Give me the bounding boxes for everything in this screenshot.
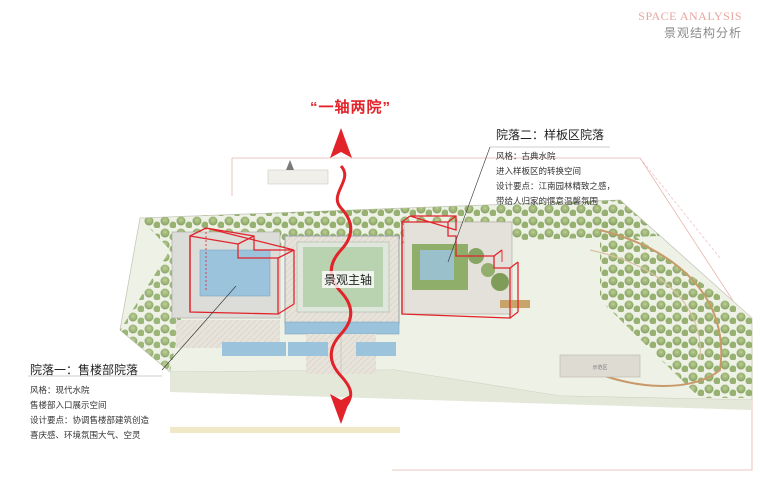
courtyard-two-line: 带给人归家的惬意温馨氛围 xyxy=(496,196,599,206)
courtyard-two-line: 风格：古典水院 xyxy=(496,151,556,161)
concept-title: “一轴两院” xyxy=(310,99,392,116)
courtyard-one-line: 喜庆感、环境氛围大气、空灵 xyxy=(30,430,141,440)
entrance-marker xyxy=(267,160,329,185)
courtyard-one-title: 院落一：售楼部院落 xyxy=(30,363,139,377)
courtyard-one-frame xyxy=(189,227,295,315)
svg-text:示范区: 示范区 xyxy=(592,364,607,371)
courtyard-two-frame xyxy=(401,215,519,319)
courtyard-two-site xyxy=(403,221,530,315)
courtyard-one-line: 设计要点：协调售楼部建筑创造 xyxy=(30,415,150,425)
header-title-zh: 景观结构分析 xyxy=(663,26,742,40)
courtyard-two-line: 进入样板区的转换空间 xyxy=(496,166,582,176)
courtyard-one-line: 售楼部入口展示空间 xyxy=(30,400,107,410)
header-title-en: SPACE ANALYSIS xyxy=(638,9,742,23)
axis-label: 景观主轴 xyxy=(322,271,375,288)
axis-arrow-bottom xyxy=(330,394,352,424)
central-axis-court xyxy=(284,235,400,374)
axis-arrow-top xyxy=(330,128,352,158)
leader-lines xyxy=(28,146,610,377)
landscape-axis-arrow xyxy=(329,128,353,424)
courtyard-two-title: 院落二：样板区院落 xyxy=(496,128,605,142)
courtyard-two-line: 设计要点：江南园林精致之感， xyxy=(496,181,616,191)
courtyard-one-line: 风格：现代水院 xyxy=(30,385,90,395)
